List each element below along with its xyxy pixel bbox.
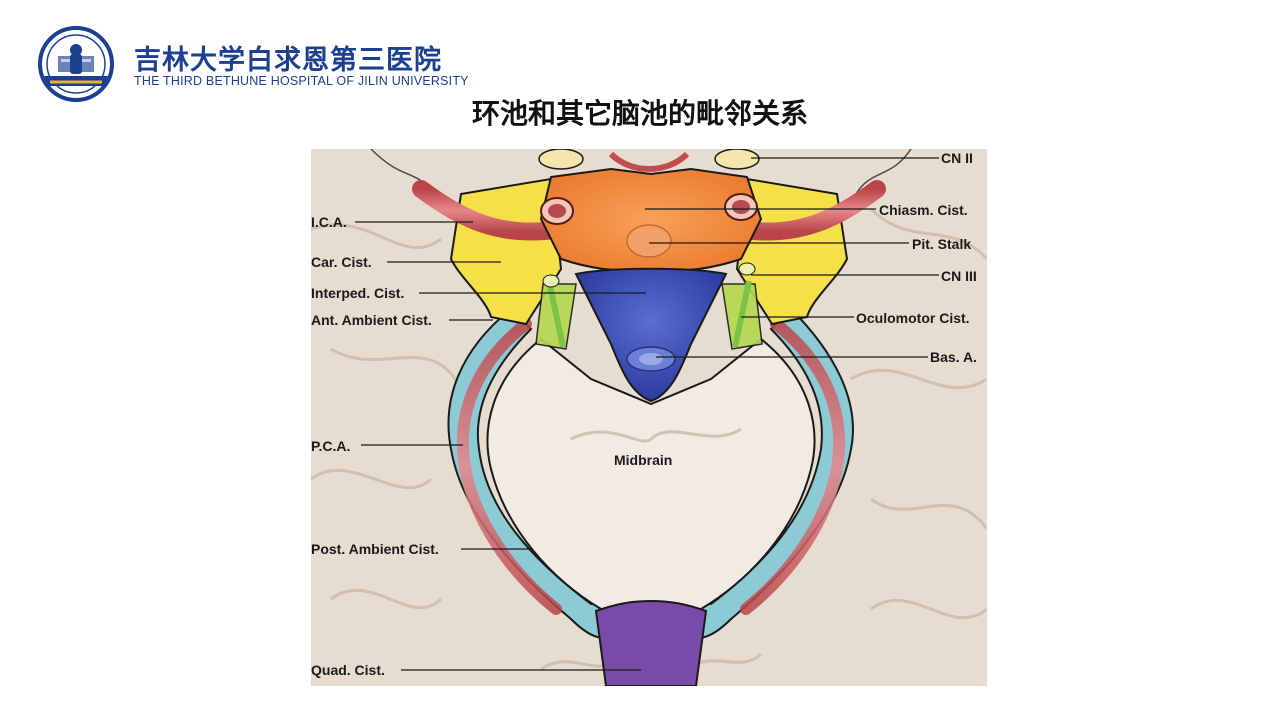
interpeduncular-cistern xyxy=(574,267,728,403)
ica-artery-left xyxy=(412,180,570,241)
university-logo xyxy=(36,26,116,102)
label-oculomotor-cist: Oculomotor Cist. xyxy=(856,310,970,326)
label-ica: I.C.A. xyxy=(311,214,347,230)
quadrigeminal-cistern xyxy=(594,599,708,686)
optic-nerve-right xyxy=(714,149,760,170)
label-chiasm-cist: Chiasm. Cist. xyxy=(879,202,968,218)
pca-artery-right xyxy=(740,318,846,615)
hospital-name-cn: 吉林大学白求恩第三医院 xyxy=(134,45,442,76)
cistern-anatomy-figure: CN II Chiasm. Cist. Pit. Stalk CN III Oc… xyxy=(311,149,987,686)
label-quad-cist: Quad. Cist. xyxy=(311,662,385,678)
label-cn-ii: CN II xyxy=(941,150,973,166)
label-pit-stalk: Pit. Stalk xyxy=(912,236,971,252)
pca-artery-left xyxy=(456,318,562,615)
label-bas-a: Bas. A. xyxy=(930,349,977,365)
ica-artery-right xyxy=(728,180,886,241)
midbrain xyxy=(486,337,816,610)
label-interped-cist: Interped. Cist. xyxy=(311,285,404,301)
label-midbrain: Midbrain xyxy=(614,452,672,468)
hospital-name-en: THE THIRD BETHUNE HOSPITAL OF JILIN UNIV… xyxy=(134,74,469,88)
pituitary-stalk xyxy=(626,224,672,258)
slide-title: 环池和其它脑池的毗邻关系 xyxy=(471,97,808,130)
slide-header: 吉林大学白求恩第三医院 THE THIRD BETHUNE HOSPITAL O… xyxy=(0,0,1280,140)
label-post-ambient-cist: Post. Ambient Cist. xyxy=(311,541,439,557)
label-ant-ambient-cist: Ant. Ambient Cist. xyxy=(311,312,432,328)
label-car-cist: Car. Cist. xyxy=(311,254,372,270)
optic-nerve-left xyxy=(538,149,584,170)
label-pca: P.C.A. xyxy=(311,438,350,454)
label-cn-iii: CN III xyxy=(941,268,977,284)
